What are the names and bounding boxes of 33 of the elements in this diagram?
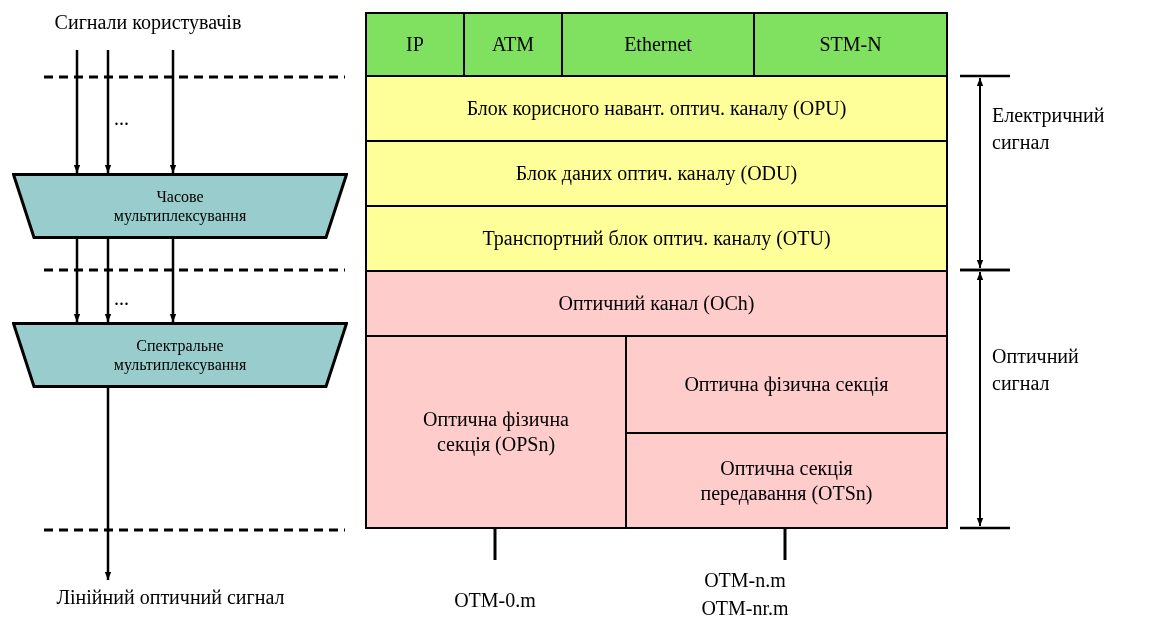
layer-cell: Оптична фізична секція (OPSn): [365, 335, 627, 529]
leader-line: [493, 529, 497, 560]
arrow: [169, 50, 177, 173]
layer-cell: Ethernet: [561, 12, 755, 77]
layer-cell: STM-N: [753, 12, 948, 77]
arrow: [104, 50, 112, 173]
ellipsis-label: ...: [114, 108, 129, 128]
signal-label: Електричний сигнал: [992, 103, 1106, 155]
node-label: OTM-0.m: [454, 588, 536, 613]
arrow: [73, 239, 81, 322]
node-label: OTM-n.m: [704, 568, 786, 593]
arrow: [104, 388, 112, 580]
node-label: Лінійний оптичний сигнал: [56, 585, 285, 610]
layer-cell: Блок даних оптич. каналу (ODU): [365, 140, 948, 207]
layer-cell: Оптичний канал (OCh): [365, 270, 948, 337]
layer-cell: Оптична секція передавання (OTSn): [625, 432, 948, 529]
layer-cell: ATM: [463, 12, 563, 77]
node-label: Сигнали користувачів: [54, 10, 242, 36]
layer-cell: Оптична фізична секція: [625, 335, 948, 434]
arrow: [104, 239, 112, 322]
node-label: OTM-nr.m: [701, 596, 789, 621]
ellipsis-label: ...: [114, 288, 129, 308]
layer-cell: Блок корисного навант. оптич. каналу (OPU): [365, 75, 948, 142]
arrow: [169, 239, 177, 322]
layer-cell: Транспортний блок оптич. каналу (OTU): [365, 205, 948, 272]
layer-cell: IP: [365, 12, 465, 77]
node-label: Спектральне мультиплексування: [112, 335, 248, 375]
arrow: [73, 50, 81, 173]
node-label: Часове мультиплексування: [112, 186, 248, 226]
multiplexer-trapezoid: [12, 173, 348, 239]
leader-line: [783, 529, 787, 560]
signal-label: Оптичний сигнал: [992, 344, 1080, 396]
multiplexer-trapezoid: [12, 322, 348, 388]
